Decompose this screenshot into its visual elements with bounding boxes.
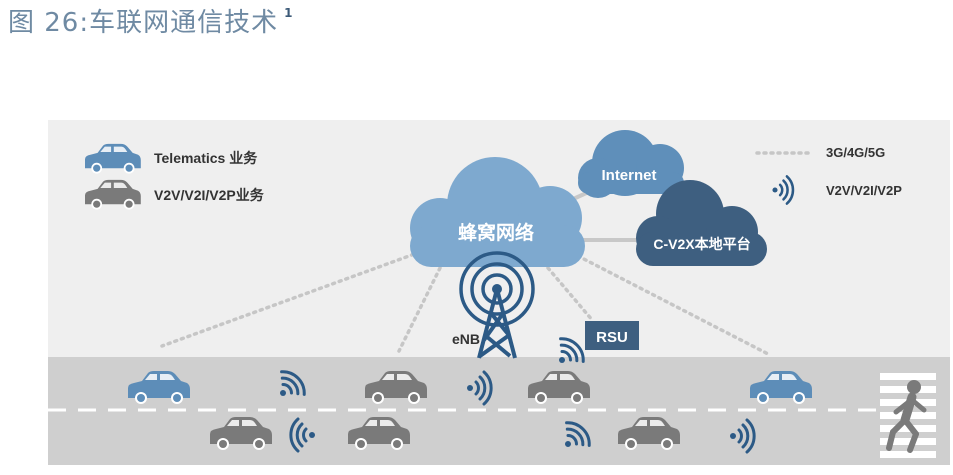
internet-cloud xyxy=(578,130,684,198)
rsu-label: RSU xyxy=(596,329,628,346)
footnote-marker: 1 xyxy=(284,6,294,20)
legend-telematics-label: Telematics 业务 xyxy=(154,150,258,166)
enb-tower-icon xyxy=(459,251,535,359)
legend-network-label: 3G/4G/5G xyxy=(826,145,885,160)
legend-v2x-label: V2V/V2I/V2P业务 xyxy=(154,187,265,203)
legend-wireless-label: V2V/V2I/V2P xyxy=(826,183,902,198)
cv2x-cloud xyxy=(636,180,767,266)
internet-label: Internet xyxy=(601,167,656,184)
cv2x-label: C-V2X本地平台 xyxy=(653,236,750,252)
rsu-box xyxy=(585,321,639,350)
enb-label: eNB xyxy=(452,331,480,347)
figure-title: 图 26:车联网通信技术 1 xyxy=(8,2,293,39)
cellular-cloud xyxy=(410,157,585,267)
title-text: 图 26:车联网通信技术 xyxy=(8,8,279,38)
cellular-label: 蜂窝网络 xyxy=(458,221,534,244)
legend: Telematics 业务 V2V/V2I/V2P业务 3G/4G/5G V2V… xyxy=(85,143,902,210)
cellular-links xyxy=(160,250,772,357)
pedestrian-icon xyxy=(886,380,927,453)
